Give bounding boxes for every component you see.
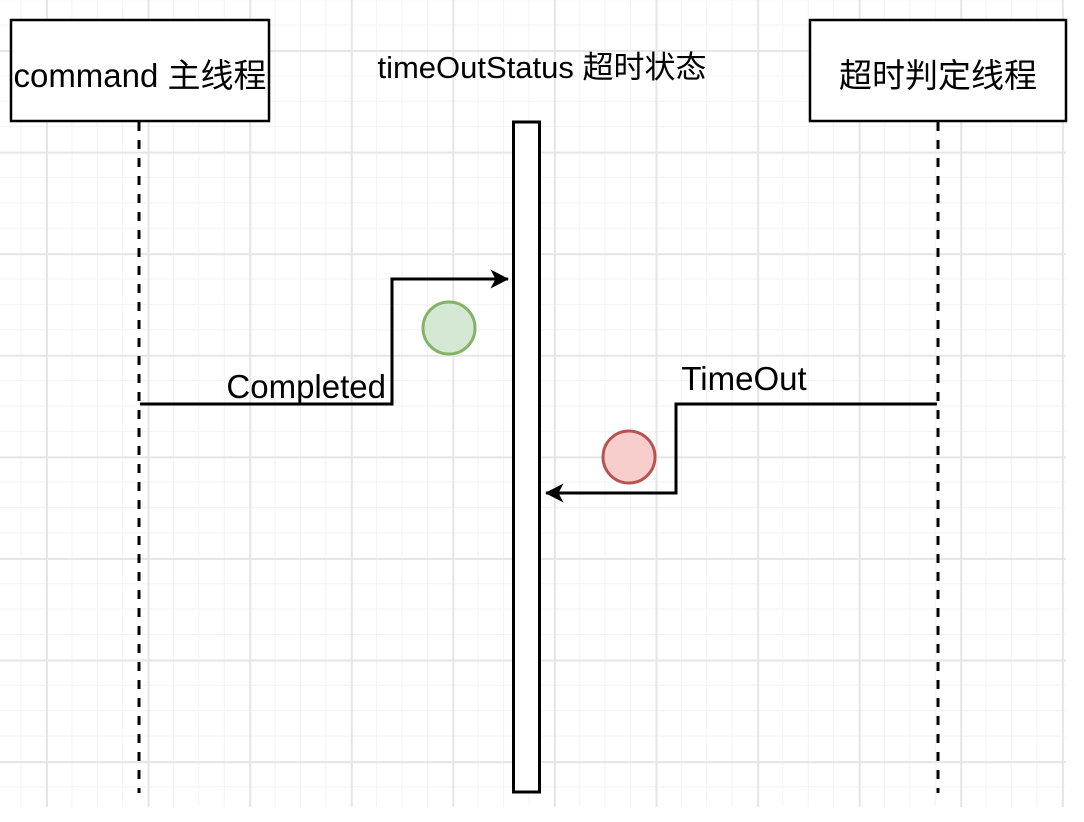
actor-timeout-judge-thread: 超时判定线程 xyxy=(808,18,1068,123)
red-status-circle[interactable] xyxy=(601,429,657,485)
actor-command-main-thread: command 主线程 xyxy=(9,18,271,123)
actor-label-timeout-judge: 超时判定线程 xyxy=(839,57,1037,94)
activation-bar-timeoutstatus[interactable] xyxy=(512,120,541,794)
message-completed: Completed xyxy=(140,269,509,406)
green-status-circle[interactable] xyxy=(421,300,477,356)
message-timeout-label[interactable]: TimeOut xyxy=(681,360,806,397)
message-completed-arrow[interactable] xyxy=(140,269,509,406)
message-timeout-arrow[interactable] xyxy=(545,402,937,503)
actor-label-command: command 主线程 xyxy=(13,57,266,94)
message-completed-label[interactable]: Completed xyxy=(226,368,386,405)
actor-box-command[interactable] xyxy=(9,18,271,123)
actor-box-timeout-judge[interactable] xyxy=(808,18,1068,123)
object-title-timeoutstatus[interactable]: timeOutStatus 超时状态 xyxy=(377,50,706,85)
message-timeout: TimeOut xyxy=(545,360,937,503)
